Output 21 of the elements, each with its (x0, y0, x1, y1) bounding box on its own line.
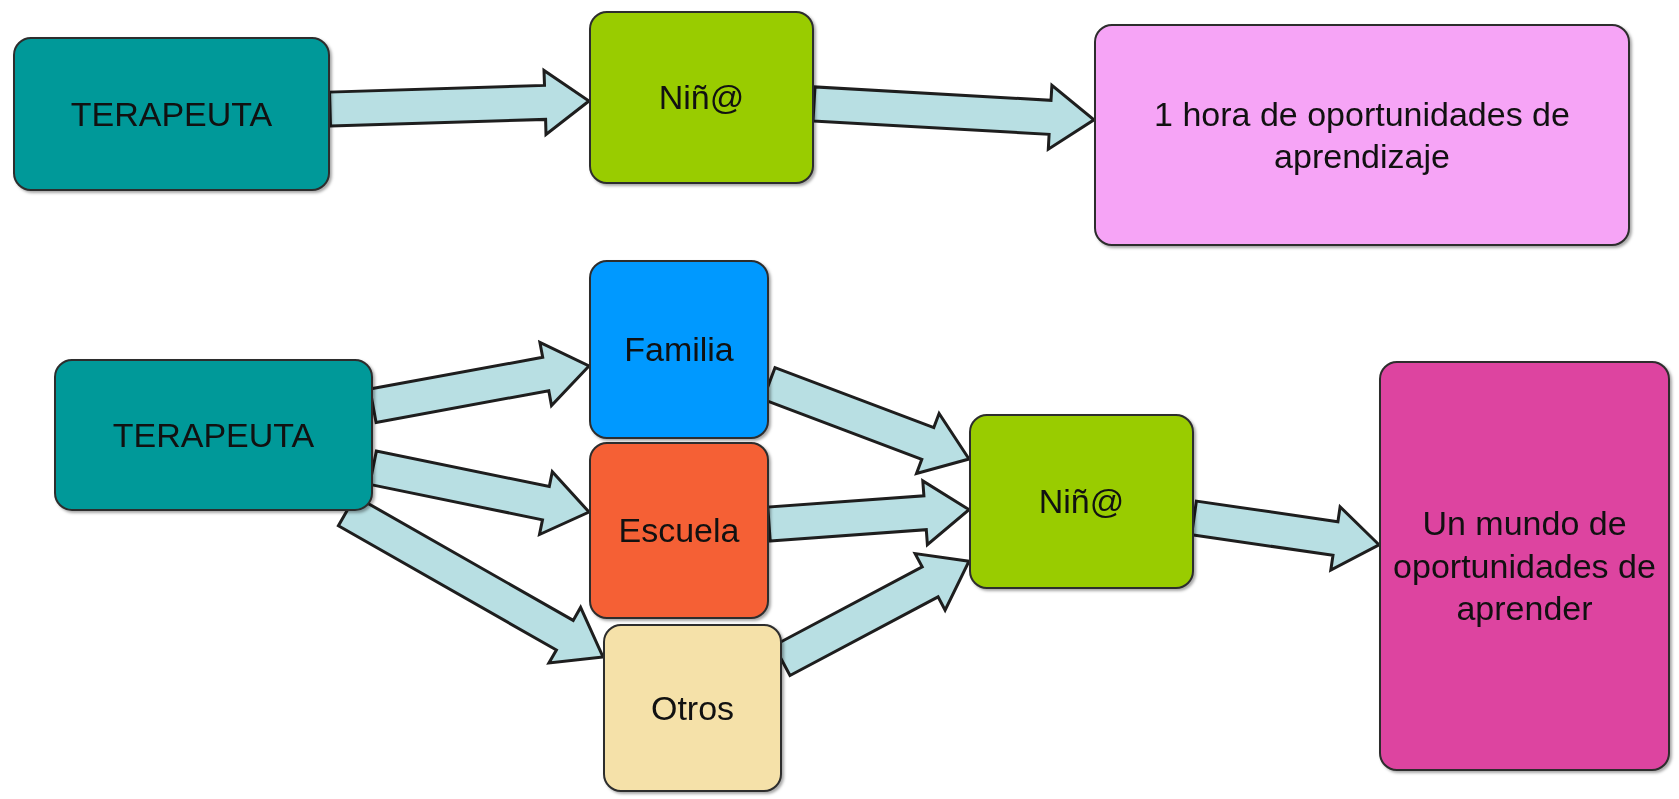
box-label: 1 hora de oportunidades de aprendizaje (1153, 93, 1571, 177)
box-label: Familia (624, 329, 734, 371)
box-label: Niñ@ (1038, 481, 1125, 523)
block-arrow (766, 478, 972, 548)
box-label: Escuela (618, 510, 740, 552)
process-box (54, 359, 373, 511)
box-label: Un mundo de oportunidades de aprender (1392, 503, 1657, 630)
process-box (13, 37, 330, 191)
process-box (1094, 24, 1630, 246)
process-box (969, 414, 1194, 589)
process-box (589, 260, 769, 439)
block-arrow (327, 67, 592, 138)
process-box (603, 624, 782, 792)
box-label: TERAPEUTA (112, 414, 315, 456)
box-label: Otros (650, 687, 735, 729)
box-label: Niñ@ (658, 77, 745, 119)
block-arrow (811, 82, 1097, 153)
box-label: TERAPEUTA (70, 93, 273, 135)
process-box (589, 442, 769, 619)
process-box (589, 11, 814, 184)
process-box (1379, 361, 1670, 771)
